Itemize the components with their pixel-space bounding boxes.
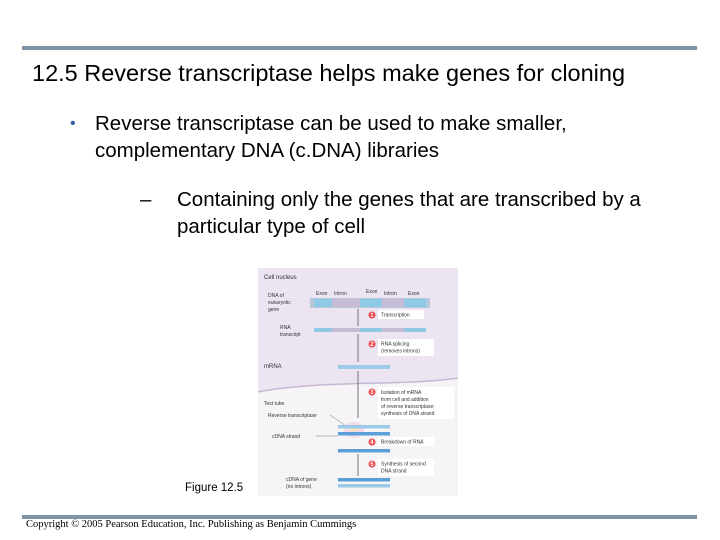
step-5-number: 5 <box>370 462 374 468</box>
step-4-text: Breakdown of RNA <box>381 440 424 446</box>
step-3-text-line1: Isolation of mRNA <box>381 390 422 396</box>
rna-label-line2: transcript <box>280 332 301 338</box>
exon-label-1: Exon <box>316 291 328 297</box>
cdna-double-strand-bottom <box>338 484 390 488</box>
step-3-text-line3: of reverse transcriptase; <box>381 404 435 410</box>
dna-label-line2: eukaryotic <box>268 300 291 306</box>
copyright-notice: Copyright © 2005 Pearson Education, Inc.… <box>26 519 357 530</box>
step-3-text-line2: from cell and addition <box>381 397 429 403</box>
cdna-of-gene-line2: (no introns) <box>286 484 312 490</box>
dna-double-helix <box>310 298 430 308</box>
mrna-strand <box>338 365 390 369</box>
top-divider <box>22 46 697 50</box>
bottom-divider <box>22 515 697 519</box>
step-5-circle <box>368 460 376 468</box>
step-2-text-line2: (removes introns) <box>381 349 420 355</box>
cell-nucleus-label: Cell nucleus <box>264 275 297 281</box>
exon-label-3: Exon <box>408 291 420 297</box>
step-5-text-line1: Synthesis of second <box>381 462 426 468</box>
slide-title: 12.5 Reverse transcriptase helps make ge… <box>32 60 626 86</box>
cdna-strand-label: cDNA strand <box>272 434 300 440</box>
sub-bullet-text: Containing only the genes that are trans… <box>177 188 641 238</box>
step-2-circle <box>368 340 376 348</box>
step-4-number: 4 <box>370 440 374 446</box>
step-2-box <box>378 339 434 356</box>
bullet-marker: • <box>70 115 76 132</box>
step-2-text-line1: RNA splicing <box>381 342 410 348</box>
mrna-template-strand <box>338 425 390 429</box>
step-4-circle <box>368 438 376 446</box>
step-3-text-line4: synthesis of DNA strand <box>381 411 435 417</box>
rna-transcript-strand <box>314 328 426 332</box>
single-cdna-strand <box>338 449 390 453</box>
dna-label-line1: DNA of <box>268 293 284 299</box>
intron-label-2: Intron <box>384 291 397 297</box>
cdna-first-strand <box>338 432 390 436</box>
step-5-text-line2: DNA strand <box>381 469 407 475</box>
sub-bullet-marker: – <box>140 188 152 211</box>
step-1-box <box>378 310 424 319</box>
step-3-number: 3 <box>370 390 374 396</box>
figure-caption: Figure 12.5 <box>185 482 244 494</box>
step-1-number: 1 <box>370 313 374 319</box>
rna-label-line1: RNA <box>280 325 291 331</box>
step-1-text: Transcription <box>381 313 410 319</box>
step-5-box <box>378 459 434 476</box>
cdna-of-gene-line1: cDNA of gene <box>286 477 317 483</box>
reverse-transcriptase-label: Reverse transcriptase <box>268 413 317 419</box>
step-3-circle <box>368 388 376 396</box>
step-4-box <box>378 437 434 446</box>
bullet-text: Reverse transcriptase can be used to mak… <box>95 112 567 162</box>
step-2-number: 2 <box>370 342 374 348</box>
step-3-box <box>378 387 454 419</box>
mrna-label: mRNA <box>264 364 282 370</box>
step-1-circle <box>368 311 376 319</box>
bullet-item-1: • Reverse transcriptase can be used to m… <box>70 110 690 164</box>
exon-label-2: Exon <box>366 289 378 295</box>
cdna-double-strand-top <box>338 478 390 482</box>
reverse-transcriptase-pointer <box>329 414 347 427</box>
cdna-diagram: Cell nucleus DNA of eukaryotic gene Exon… <box>258 268 458 496</box>
nucleus-membrane <box>258 377 458 393</box>
sub-bullet-item-1: – Containing only the genes that are tra… <box>140 186 700 240</box>
intron-label-1: Intron <box>334 291 347 297</box>
dna-label-line3: gene <box>268 307 279 313</box>
test-tube-label: Test tube <box>264 401 285 407</box>
